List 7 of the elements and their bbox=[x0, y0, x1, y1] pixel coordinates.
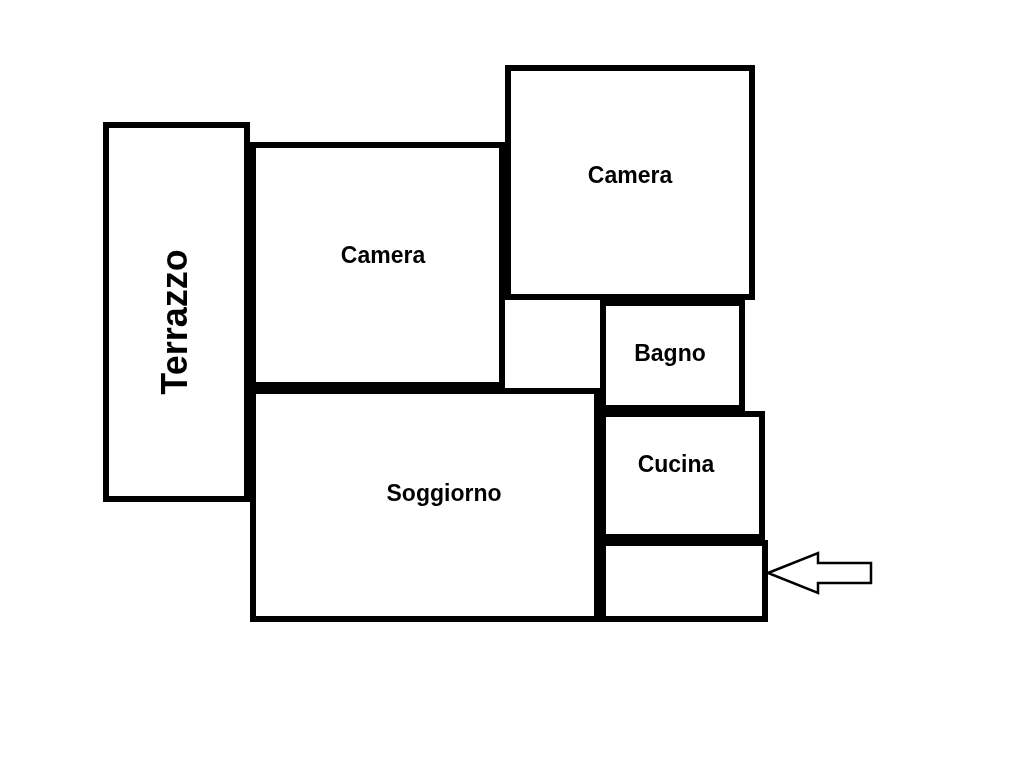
room-label: Cucina bbox=[637, 450, 715, 478]
room-label: Camera bbox=[587, 161, 673, 189]
room-label: Camera bbox=[340, 241, 426, 269]
room-label: Soggiorno bbox=[386, 479, 502, 507]
room-outline bbox=[103, 122, 250, 502]
room-label: Terrazzo bbox=[154, 249, 196, 395]
room-label: Bagno bbox=[634, 339, 706, 367]
